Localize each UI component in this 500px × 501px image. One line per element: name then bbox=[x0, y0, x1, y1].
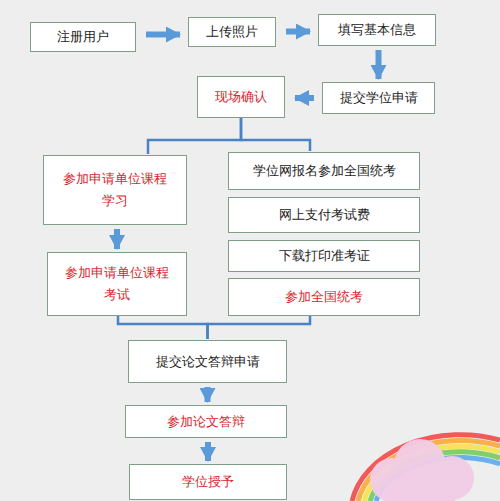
process-box: 上传照片 bbox=[188, 17, 276, 47]
process-box: 学位授予 bbox=[129, 464, 287, 500]
flow-arrow bbox=[114, 229, 120, 249]
box-label: 提交论文答辩申请 bbox=[156, 351, 260, 373]
cloud bbox=[370, 439, 474, 501]
flow-arrow bbox=[295, 95, 314, 101]
box-label: 下载打印准考证 bbox=[279, 245, 370, 267]
flow-arrow bbox=[376, 50, 382, 79]
box-label: 提交学位申请 bbox=[340, 87, 418, 109]
box-label: 现场确认 bbox=[215, 86, 267, 108]
process-box: 参加申请单位课程学习 bbox=[43, 155, 187, 225]
process-box: 注册用户 bbox=[30, 22, 136, 52]
process-box: 现场确认 bbox=[197, 76, 285, 118]
box-label: 参加论文答辩 bbox=[167, 411, 245, 433]
bracket-connector bbox=[118, 316, 208, 339]
box-label: 学位授予 bbox=[182, 471, 234, 493]
process-box: 参加论文答辩 bbox=[125, 405, 287, 438]
bracket-connector bbox=[148, 118, 241, 154]
box-label: 参加申请单位课程考试 bbox=[62, 262, 172, 306]
flow-arrow bbox=[205, 387, 211, 402]
box-label: 参加全国统考 bbox=[285, 286, 363, 308]
box-label: 上传照片 bbox=[206, 21, 258, 43]
process-box: 网上支付考试费 bbox=[228, 197, 420, 233]
flow-arrow bbox=[205, 442, 211, 461]
process-box: 参加全国统考 bbox=[228, 278, 420, 316]
process-box: 填写基本信息 bbox=[318, 14, 436, 46]
bracket-connector bbox=[241, 118, 310, 151]
flow-arrow bbox=[146, 32, 180, 38]
box-label: 网上支付考试费 bbox=[279, 204, 370, 226]
process-box: 提交学位申请 bbox=[322, 82, 435, 114]
process-box: 提交论文答辩申请 bbox=[128, 340, 287, 383]
process-box: 参加申请单位课程考试 bbox=[47, 252, 187, 316]
process-box: 下载打印准考证 bbox=[228, 240, 420, 272]
box-label: 参加申请单位课程学习 bbox=[58, 168, 172, 212]
box-label: 填写基本信息 bbox=[338, 19, 416, 41]
process-box: 学位网报名参加全国统考 bbox=[228, 152, 420, 190]
flow-arrow bbox=[286, 29, 310, 35]
bracket-connector bbox=[208, 316, 311, 339]
box-label: 学位网报名参加全国统考 bbox=[253, 160, 396, 182]
box-label: 注册用户 bbox=[57, 26, 109, 48]
